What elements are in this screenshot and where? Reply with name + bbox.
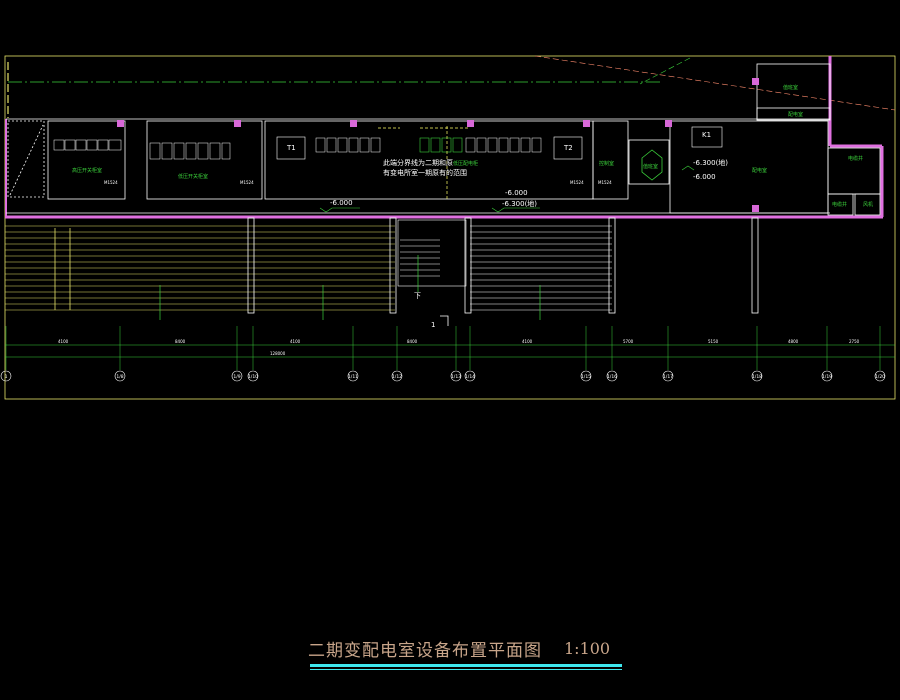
label-t1: T1	[286, 144, 296, 152]
elevation-2: -6.000	[505, 189, 528, 197]
dim-7: 5150	[708, 339, 719, 344]
support-columns	[54, 217, 759, 314]
door-tag-2: M1524	[240, 180, 254, 185]
dim-4: 8400	[407, 339, 418, 344]
room-label-right: 配电室	[752, 167, 767, 174]
axis-bubble	[391, 370, 403, 382]
room-label-control: 控制室	[599, 160, 614, 167]
axis-label: 1/18	[752, 374, 762, 380]
axis-bubble	[114, 370, 126, 382]
dim-1: 4100	[58, 339, 69, 344]
cabinet-k1	[691, 126, 723, 148]
stair-direction-arrows	[159, 285, 541, 320]
reference-line-diagonal	[534, 55, 896, 111]
dim-2: 8400	[175, 339, 186, 344]
drawing-title-block: 二期变配电室设备布置平面图 1:100	[308, 636, 628, 676]
central-stair	[397, 219, 467, 287]
elevation-4: -6.300(地)	[693, 158, 728, 167]
axis-bubble	[662, 370, 674, 382]
room-label-duty: 值班室	[643, 163, 658, 170]
axis-label: 1/13	[451, 374, 461, 380]
drawing-scale: 1:100	[564, 639, 611, 658]
transformer-t2	[553, 136, 583, 160]
axis-label: 1/17	[663, 374, 673, 380]
room-label-upper-1: 值班室	[783, 84, 798, 91]
stair-treads-right	[470, 225, 612, 311]
lv-cabinet-row	[149, 142, 231, 160]
axis-bubble	[0, 370, 12, 382]
dim-9: 2750	[849, 339, 860, 344]
axis-bubble	[580, 370, 592, 382]
boundary-note-line-2: 有变电所室一期原有的范围	[383, 168, 467, 177]
room-label-ext-1: 电缆井	[848, 155, 863, 162]
dim-6: 5700	[623, 339, 634, 344]
axis-label: 1	[5, 374, 8, 380]
lv-cabinet-row-2	[315, 137, 381, 153]
dim-5: 4100	[522, 339, 533, 344]
title-underline-thick	[310, 664, 622, 667]
axis-bubble	[450, 370, 462, 382]
hv-cabinet-row	[53, 139, 122, 151]
axis-label: 1/12	[392, 374, 402, 380]
reference-line-green	[639, 57, 691, 85]
elevation-1: -6.000	[330, 199, 353, 207]
room-label-lv-switch: 低压开关柜室	[178, 173, 208, 180]
room-walls	[6, 63, 881, 216]
axis-bubble	[874, 370, 886, 382]
axis-bubble	[464, 370, 476, 382]
axis-bubble	[606, 370, 618, 382]
axis-bubble	[347, 370, 359, 382]
drawing-title: 二期变配电室设备布置平面图	[308, 641, 542, 661]
dim-8: 4800	[788, 339, 799, 344]
title-underline-thin	[310, 669, 622, 670]
drawing-frame	[4, 55, 896, 400]
transformer-t1	[276, 136, 306, 160]
axis-label: 1/8	[116, 374, 123, 380]
axis-bubble	[751, 370, 763, 382]
axis-label: 1/16	[607, 374, 617, 380]
door-tag-1: M1524	[104, 180, 118, 185]
axis-label: 1/15	[581, 374, 591, 380]
door-tag-3: M1524	[570, 180, 584, 185]
axis-bubbles: 1 1/8 1/9 1/10 1/11 1/12 1/13 1/14 1/15 1/16 1/17 1…	[0, 326, 886, 382]
room-label-hv-switch: 高压开关柜室	[72, 167, 102, 174]
door-tag-4: M1524	[598, 180, 612, 185]
room-label-upper-2: 配电室	[788, 111, 803, 118]
new-cabinet-row	[419, 137, 463, 153]
room-label-ext-3: 风机	[863, 201, 873, 208]
lv-cabinet-row-3	[465, 137, 542, 153]
axis-label: 1/20	[875, 374, 885, 380]
dim-3: 4100	[290, 339, 301, 344]
boundary-note-line-1: 此端分界线为二期和原	[383, 158, 453, 167]
stair-treads-left	[5, 225, 395, 311]
dim-total: 128000	[270, 351, 286, 356]
axis-bubble	[231, 370, 243, 382]
axis-label: 1/10	[248, 374, 258, 380]
axis-label: 1/14	[465, 374, 475, 380]
label-t2: T2	[563, 144, 573, 152]
column-markers	[117, 78, 759, 212]
label-k1: K1	[702, 131, 711, 139]
section-mark: 1	[431, 321, 435, 329]
elevation-markers	[319, 165, 695, 213]
room-label-ext-2: 电缆井	[832, 201, 847, 208]
axis-bubble	[247, 370, 259, 382]
axis-bubble	[821, 370, 833, 382]
cable-well	[641, 149, 663, 181]
axis-label: 1/11	[348, 374, 358, 380]
building-outline	[5, 56, 884, 219]
elevation-3: -6.300(地)	[502, 199, 537, 208]
axis-label: 1/9	[233, 374, 240, 380]
elevation-5: -6.000	[693, 173, 716, 181]
stair-down-label: 下	[414, 292, 421, 300]
dimension-lines	[5, 344, 895, 358]
room-label-lv-cabinet-2: 低压配电柜	[453, 160, 478, 167]
axis-label: 1/19	[822, 374, 832, 380]
